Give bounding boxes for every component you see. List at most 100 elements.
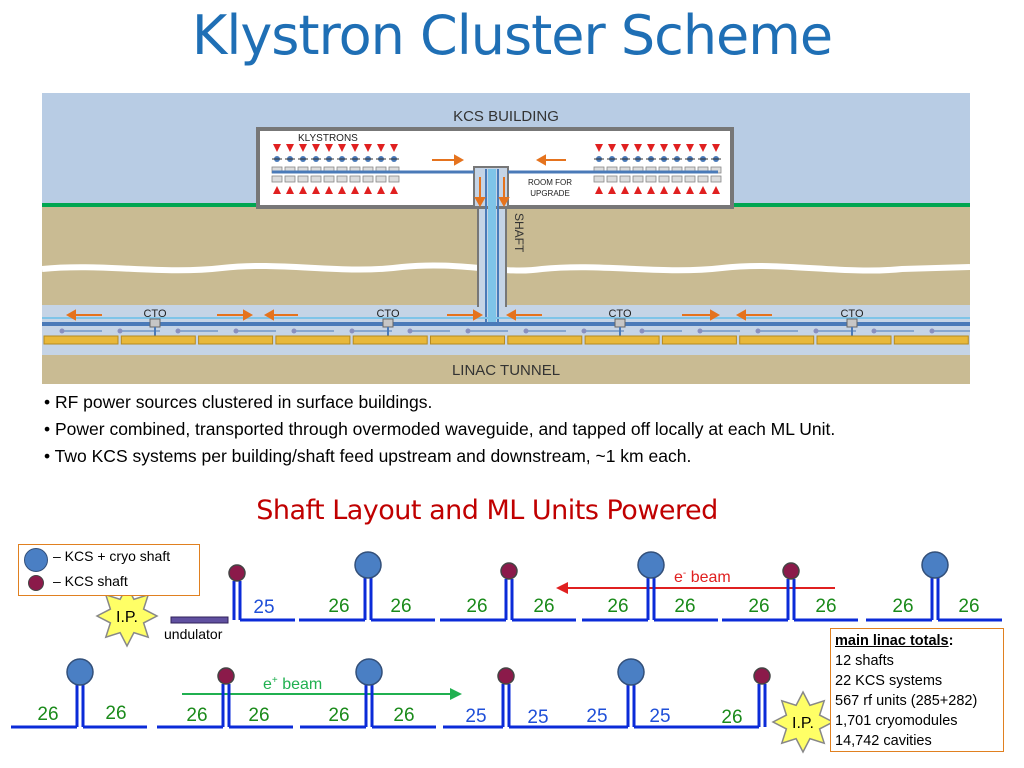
ml-unit-count-bottom: 25 [465, 706, 486, 727]
kcs-cryo-shaft-icon [66, 658, 94, 686]
kcs-shaft-icon [217, 667, 235, 685]
ml-unit-count-top: 26 [466, 596, 487, 617]
shaft-unit [228, 564, 295, 622]
rf-tap [697, 328, 703, 334]
rf-tap [523, 328, 529, 334]
modulator-box [323, 175, 335, 183]
modulator-box [671, 175, 683, 183]
room-label-1: ROOM FOR [528, 178, 572, 187]
rf-tap [813, 328, 819, 334]
cto-box [614, 318, 626, 328]
cryomodule [661, 335, 737, 345]
klystron-icon [699, 186, 707, 194]
modulator-box [388, 175, 400, 183]
layout-title: Shaft Layout and ML Units Powered [256, 495, 718, 526]
cryomodule [507, 335, 583, 345]
ml-unit-count-bottom: 25 [527, 707, 548, 728]
rf-tap [175, 328, 181, 334]
shaft-unit [722, 562, 858, 622]
klystrons-label: KLYSTRONS [298, 133, 358, 144]
kcs-shaft-icon [228, 564, 246, 582]
undulator-label: undulator [164, 626, 223, 642]
modulator-box [336, 175, 348, 183]
legend: – KCS + cryo shaft – KCS shaft [18, 544, 200, 596]
klystron-icon [712, 144, 720, 152]
klystron-icon [660, 144, 668, 152]
klystron-icon [286, 186, 294, 194]
cryomodule [352, 335, 428, 345]
klystron-icon [621, 144, 629, 152]
bullet-1: • RF power sources clustered in surface … [44, 392, 433, 412]
klystron-icon [377, 186, 385, 194]
legend-small-circle [28, 575, 44, 591]
kcs-shaft-icon [753, 667, 771, 685]
shaft-label: SHAFT [512, 213, 526, 253]
ml-unit-count-bottom: 25 [586, 706, 607, 727]
cryomodule [198, 335, 274, 345]
ml-unit-count-top: 26 [815, 596, 836, 617]
ml-unit-count-top: 26 [607, 596, 628, 617]
totals-line: 12 shafts [835, 653, 894, 669]
cryomodule [816, 335, 892, 345]
bullet-3: • Two KCS systems per building/shaft fee… [44, 446, 692, 466]
ip-star-top: I.P. [95, 584, 159, 648]
ml-unit-count-bottom: 26 [721, 707, 742, 728]
klystron-icon [712, 186, 720, 194]
klystron-icon [390, 144, 398, 152]
kcs-cryo-shaft-icon [354, 551, 382, 579]
kcs-cryo-shaft-icon [617, 658, 645, 686]
ml-unit-count-top: 26 [958, 596, 979, 617]
rf-tap [465, 328, 471, 334]
ip-label-top: I.P. [116, 609, 138, 626]
ml-unit-count-bottom: 25 [649, 706, 670, 727]
modulator-box [606, 175, 618, 183]
ml-unit-count-top: 26 [674, 596, 695, 617]
electron-beam-arrow [556, 582, 835, 594]
legend-small-label: – KCS shaft [53, 573, 128, 589]
rf-tap [581, 328, 587, 334]
klystron-icon [595, 144, 603, 152]
ml-unit-count-bottom: 26 [37, 704, 58, 725]
rf-tap [755, 328, 761, 334]
kcs-cryo-shaft-icon [921, 551, 949, 579]
modulator-box [684, 175, 696, 183]
rf-tap [291, 328, 297, 334]
room-label-2: UPGRADE [530, 189, 570, 198]
cto-label: CTO [840, 308, 863, 320]
shaft-unit [300, 658, 436, 729]
modulator-box [310, 175, 322, 183]
klystron-icon [621, 186, 629, 194]
modulator-box [349, 175, 361, 183]
cryomodule [584, 335, 660, 345]
rf-tap [117, 328, 123, 334]
ml-unit-count-top: 25 [253, 597, 274, 618]
cto-box [149, 318, 161, 328]
klystron-icon [312, 186, 320, 194]
klystron-icon [364, 186, 372, 194]
shaft-unit [693, 667, 771, 729]
main-linac-totals: main linac totals: 12 shafts 22 KCS syst… [830, 628, 1004, 752]
shaft-unit [11, 658, 147, 729]
klystron-icon [273, 186, 281, 194]
klystron-icon [647, 144, 655, 152]
bullet-2: • Power combined, transported through ov… [44, 419, 836, 439]
rf-tap [233, 328, 239, 334]
legend-big-circle [24, 548, 48, 572]
totals-line: 14,742 cavities [835, 733, 932, 749]
kcs-shaft-icon [500, 562, 518, 580]
building-flow-arrows [432, 154, 566, 208]
klystron-icon [299, 144, 307, 152]
ml-unit-count-bottom: 26 [393, 705, 414, 726]
klystron-icon [608, 144, 616, 152]
rf-tap [349, 328, 355, 334]
rf-tap [59, 328, 65, 334]
modulator-box [658, 175, 670, 183]
modulator-box [297, 175, 309, 183]
klystron-icon [338, 144, 346, 152]
rf-tap [639, 328, 645, 334]
ml-unit-count-bottom: 26 [248, 705, 269, 726]
rf-tap [929, 328, 935, 334]
totals-line: 1,701 cryomodules [835, 713, 958, 729]
